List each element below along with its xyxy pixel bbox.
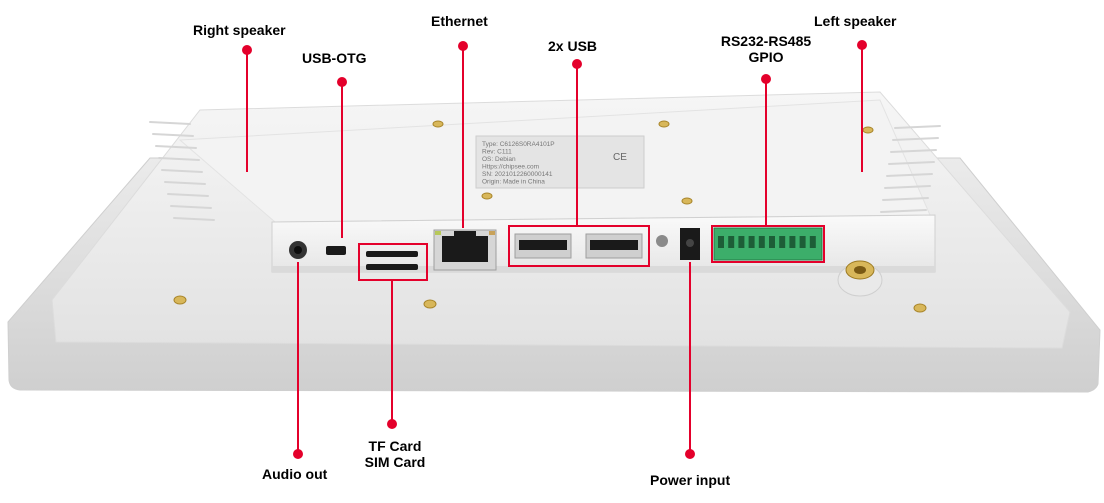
callout-dot (242, 45, 252, 55)
callout-ethernet (458, 41, 468, 228)
plate-line: SN: 2021012260000141 (482, 171, 553, 178)
dc-jack-icon (680, 228, 700, 260)
label-rs232-gpio: RS232-RS485 GPIO (720, 33, 812, 65)
callout-left-speaker (857, 40, 867, 172)
label-dual-usb: 2x USB (548, 38, 598, 54)
label-audio-out: Audio out (262, 466, 328, 482)
terminal-pin (769, 236, 775, 248)
standoff-post (837, 260, 883, 297)
callout-dot (572, 59, 582, 69)
terminal-pin (748, 236, 755, 248)
label-power-input: Power input (650, 472, 731, 488)
grille-slot (886, 173, 933, 177)
callout-dot (857, 40, 867, 50)
label-usb-otg: USB-OTG (302, 50, 367, 66)
terminal-pin (758, 236, 765, 248)
callout-usb-otg (337, 77, 347, 238)
grille-slot (882, 197, 929, 201)
grille-slot (173, 217, 215, 221)
grille-slot (167, 193, 209, 197)
callout-dual-usb (572, 59, 582, 226)
callout-power-input (685, 262, 695, 459)
callout-dot (458, 41, 468, 51)
callout-dot (761, 74, 771, 84)
grille-slot (170, 205, 212, 209)
callout-dot (685, 449, 695, 459)
audio-jack-icon (289, 241, 307, 259)
card-slot-icon (366, 251, 418, 270)
callout-dot (387, 419, 397, 429)
highlight-card-slots (358, 243, 428, 281)
grille-slot (880, 209, 927, 213)
micro-usb-icon (326, 246, 346, 255)
led-indicator (656, 235, 668, 247)
left-speaker-grille (878, 125, 941, 225)
highlight-terminal-block (711, 225, 825, 263)
grille-slot (890, 149, 937, 153)
grille-slot (149, 121, 191, 125)
callout-rs232-gpio (761, 74, 771, 226)
grille-slot (155, 145, 197, 149)
plate-line: Origin: Made in China (482, 179, 545, 186)
grille-slot (884, 185, 931, 189)
terminal-pin (718, 236, 724, 248)
right-speaker-grille (149, 121, 215, 221)
label-right-speaker: Right speaker (193, 22, 286, 38)
callout-right-speaker (242, 45, 252, 172)
terminal-pin (728, 236, 735, 248)
label-tf-sim-card: TF Card SIM Card (364, 438, 426, 470)
grille-slot (888, 161, 935, 165)
ce-mark: CE (613, 152, 627, 163)
terminal-pin (799, 236, 806, 248)
label-left-speaker: Left speaker (814, 13, 897, 29)
callout-audio-out (293, 262, 303, 459)
usb-a-icon (514, 233, 643, 259)
highlight-usb-ports (508, 225, 650, 267)
grille-slot (894, 125, 941, 129)
terminal-pin (779, 236, 786, 248)
terminal-pin (809, 236, 816, 248)
screw-inserts (173, 120, 927, 313)
plate-line: Rev: C111 (482, 149, 512, 156)
grille-slot (161, 169, 203, 173)
terminal-pin (738, 236, 745, 248)
callout-dot (293, 449, 303, 459)
plate-line: Https://chipsee.com (482, 164, 539, 171)
plate-line: OS: Debian (482, 156, 516, 163)
callout-dot (337, 77, 347, 87)
label-ethernet: Ethernet (431, 13, 488, 29)
grille-slot (164, 181, 206, 185)
callout-markers (242, 40, 867, 459)
terminal-block-icon (713, 227, 823, 261)
grille-slot (892, 137, 939, 141)
terminal-pin (789, 236, 796, 248)
callout-tf-sim-card (387, 280, 397, 429)
grille-slot (158, 157, 200, 161)
grille-slot (152, 133, 194, 137)
plate-line: Type: C6126S0RA4101P (482, 141, 555, 148)
rj45-icon (433, 229, 497, 271)
